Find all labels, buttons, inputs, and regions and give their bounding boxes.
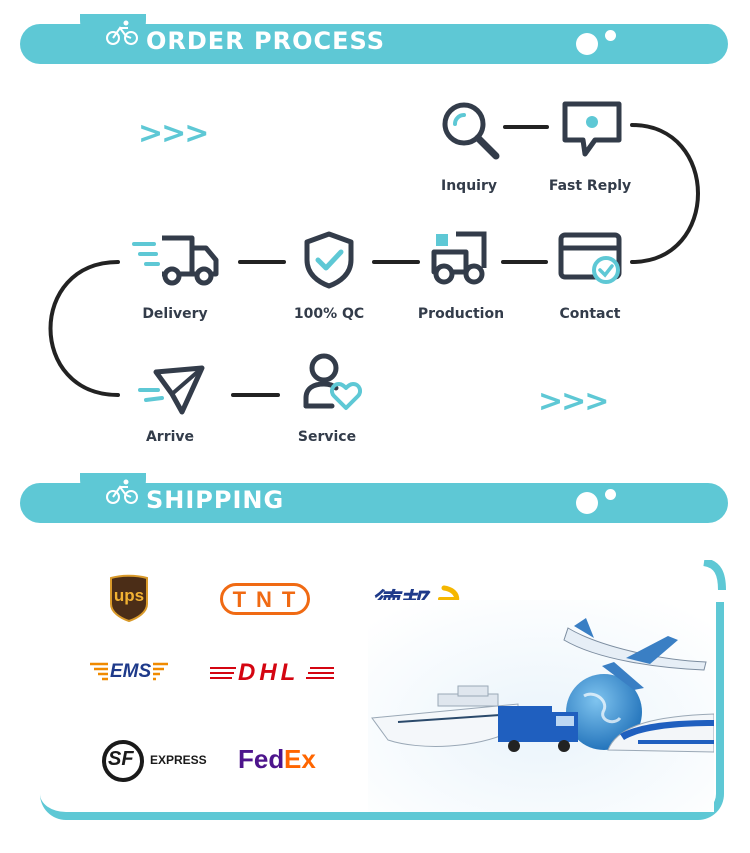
bullet-train-icon — [607, 713, 714, 753]
dhl-stripes-icon — [210, 667, 334, 679]
ups-shield-icon — [110, 574, 148, 623]
fedex-logo: Fed Ex — [238, 744, 334, 780]
banner-dot-large — [576, 492, 598, 514]
banner-dot-small — [605, 30, 616, 41]
paper-plane-icon — [138, 365, 205, 415]
step-label-fast-reply: Fast Reply — [548, 178, 632, 194]
bicycle-icon — [106, 20, 138, 45]
order-process-title: ORDER PROCESS — [146, 27, 386, 55]
sf-express-logo: SF EXPRESS — [102, 740, 207, 782]
user-heart-icon — [303, 353, 362, 410]
ups-text: ups — [113, 586, 145, 605]
step-label-production: Production — [417, 306, 505, 322]
shipping-title: SHIPPING — [146, 486, 285, 514]
banner-dot-small — [605, 489, 616, 500]
sf-circle — [102, 740, 144, 782]
step-label-contact: Contact — [559, 306, 621, 322]
airplane-icon — [563, 618, 707, 690]
arrows-bottom: >>> — [538, 384, 609, 419]
tnt-text: TNT — [232, 587, 306, 612]
step-label-service: Service — [297, 429, 357, 445]
card-check-icon — [558, 232, 622, 284]
ems-logo: EMS — [88, 660, 170, 686]
forklift-icon — [431, 231, 487, 285]
step-label-delivery: Delivery — [142, 306, 208, 322]
shipping-panel-curve — [703, 560, 726, 590]
blue-truck-icon — [498, 706, 578, 752]
shipping-panel-frame — [40, 562, 724, 820]
bicycle-icon — [106, 479, 138, 504]
sf-express-text: EXPRESS — [150, 753, 207, 767]
truck-icon — [132, 235, 219, 286]
tnt-logo: TNT — [220, 583, 310, 615]
banner-dot-large — [576, 33, 598, 55]
fedex-ex-text: Ex — [284, 744, 316, 774]
dhl-logo: DHL — [210, 660, 334, 686]
ups-logo: ups — [108, 574, 150, 623]
ems-text: EMS — [108, 661, 154, 682]
sf-mark-text: SF — [108, 748, 134, 770]
magnifier-icon — [442, 102, 500, 160]
shipping-banner: SHIPPING — [20, 473, 728, 523]
process-connectors — [48, 123, 700, 397]
step-label-inquiry: Inquiry — [441, 178, 497, 194]
chat-bubble-icon — [562, 101, 622, 157]
step-label-arrive: Arrive — [145, 429, 195, 445]
cruise-ship-icon — [371, 685, 519, 747]
arrows-top: >>> — [138, 116, 209, 151]
step-label-qc: 100% QC — [293, 306, 365, 322]
shield-check-icon — [304, 231, 354, 289]
fedex-fed-text: Fed — [238, 744, 285, 774]
order-process-banner: ORDER PROCESS — [20, 14, 728, 64]
transport-illustration — [368, 600, 714, 812]
dhl-text: DHL — [238, 659, 300, 686]
